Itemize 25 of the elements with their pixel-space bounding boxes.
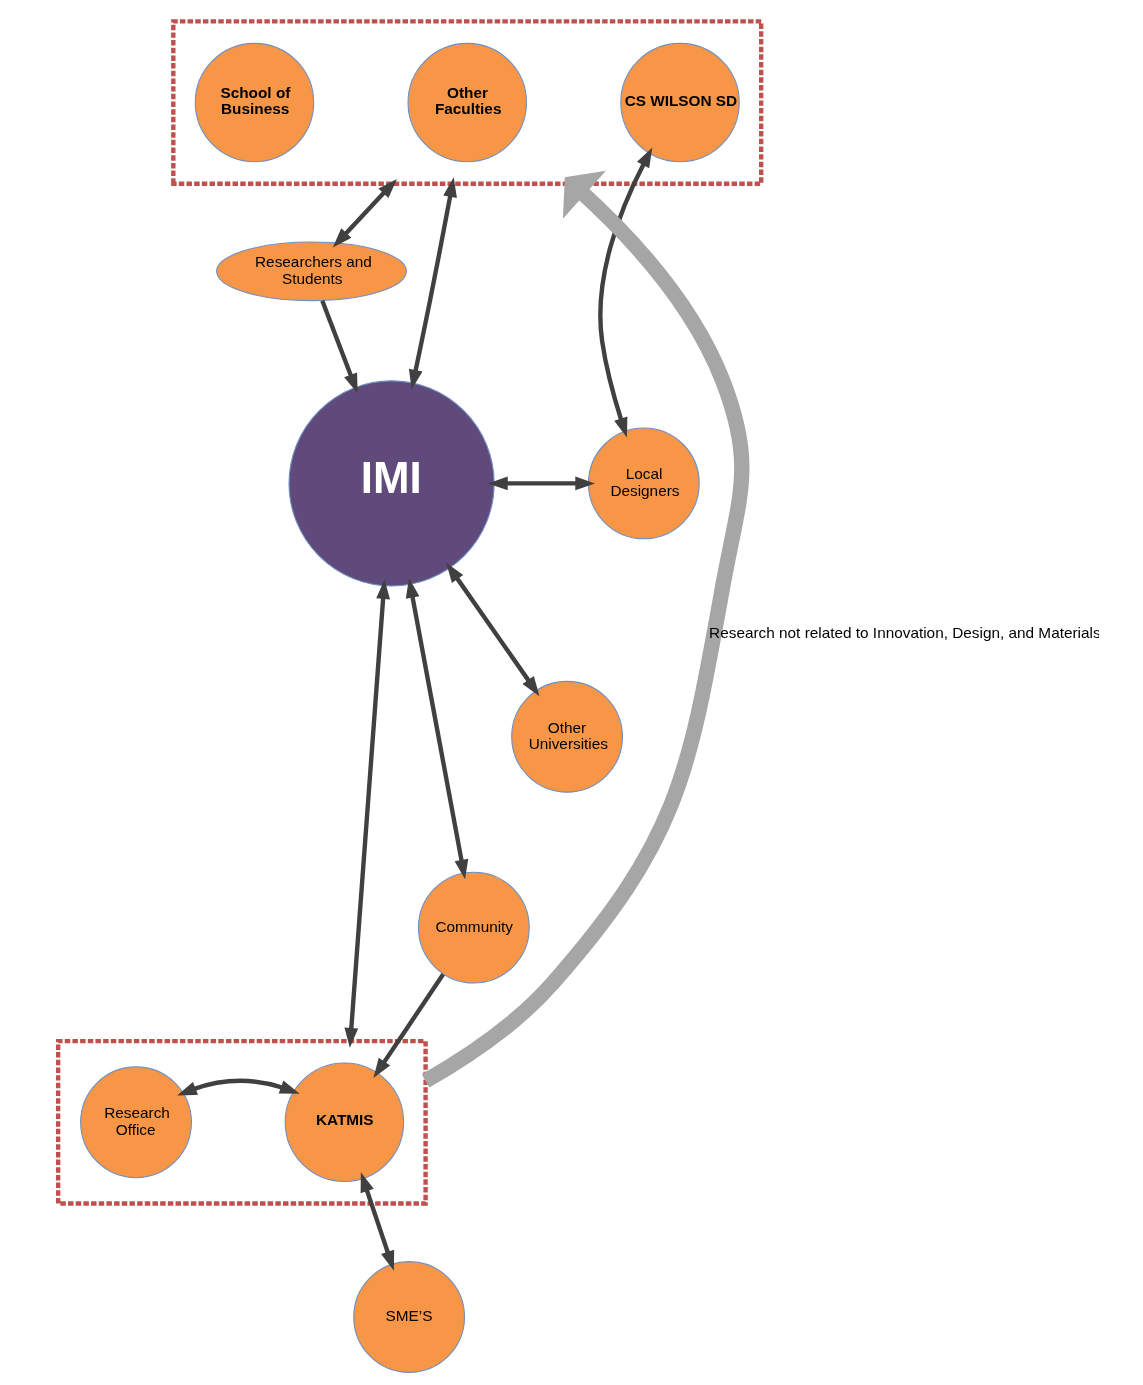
arrow (360, 1172, 394, 1271)
arrow (405, 578, 468, 880)
arrow (445, 562, 539, 697)
node-circle: Local Designers (587, 427, 700, 540)
node-circle: SME’S (352, 1261, 465, 1373)
node-circle: Other Universities (510, 680, 623, 793)
arrow (343, 579, 390, 1048)
arrow (319, 299, 358, 394)
node-ellipse: Researchers and Students (215, 241, 407, 302)
node-circle: IMI (287, 380, 495, 587)
node-circle: Research Office (79, 1066, 192, 1179)
arrow (372, 973, 445, 1079)
node-circle: Other Faculties (406, 42, 527, 163)
cluster (55, 1038, 428, 1206)
arrow (487, 476, 595, 491)
node-circle: KATMIS (284, 1062, 404, 1183)
arrow (176, 1078, 300, 1096)
node-circle: School of Business (194, 42, 314, 163)
arrow (597, 147, 652, 438)
arrow (408, 177, 457, 390)
arrow (332, 178, 397, 248)
cluster (170, 19, 763, 186)
node-circle: CS WILSON SD (619, 42, 740, 163)
arrow (421, 170, 749, 1088)
node-circle: Community (417, 871, 530, 984)
